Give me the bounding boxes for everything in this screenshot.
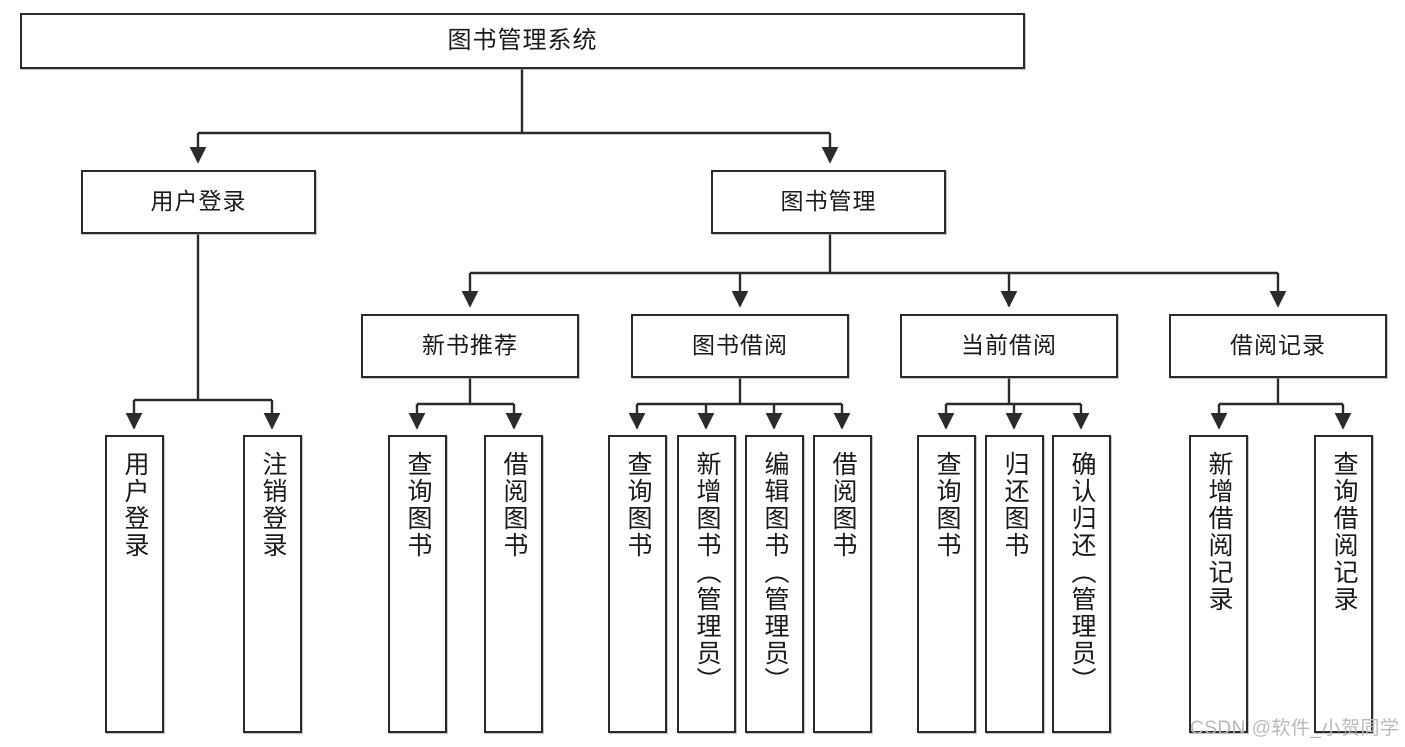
node-leaf-query-book-1[interactable]: 查询图书 (388, 435, 447, 733)
node-leaf-query-book-3[interactable]: 查询图书 (917, 435, 976, 733)
node-root-library-system[interactable]: 图书管理系统 (20, 13, 1025, 69)
node-leaf-return-book[interactable]: 归还图书 (985, 435, 1044, 733)
node-leaf-query-record[interactable]: 查询借阅记录 (1314, 435, 1373, 733)
node-label: 归还图书 (1001, 451, 1029, 559)
node-label: 编辑图书（管理员） (761, 451, 789, 694)
node-leaf-user-login[interactable]: 用户登录 (105, 435, 164, 733)
node-leaf-query-book-2[interactable]: 查询图书 (608, 435, 667, 733)
node-leaf-logout[interactable]: 注销登录 (243, 435, 302, 733)
node-label: 查询图书 (624, 451, 652, 559)
node-label: 用户登录 (121, 451, 149, 559)
node-label: 图书管理 (780, 188, 877, 215)
node-label: 查询图书 (404, 451, 432, 559)
node-label: 借阅图书 (500, 451, 528, 559)
node-leaf-add-record[interactable]: 新增借阅记录 (1189, 435, 1248, 733)
node-label: 新增借阅记录 (1205, 451, 1233, 613)
node-label: 图书管理系统 (447, 26, 598, 54)
node-leaf-edit-book[interactable]: 编辑图书（管理员） (745, 435, 804, 733)
node-borrow-record[interactable]: 借阅记录 (1169, 314, 1387, 378)
node-label: 查询图书 (933, 451, 961, 559)
node-new-book-recommend[interactable]: 新书推荐 (361, 314, 579, 378)
node-book-management[interactable]: 图书管理 (711, 170, 946, 234)
node-label: 当前借阅 (961, 332, 1057, 359)
node-label: 查询借阅记录 (1330, 451, 1358, 613)
node-leaf-confirm-return[interactable]: 确认归还（管理员） (1052, 435, 1111, 733)
node-label: 借阅图书 (829, 451, 857, 559)
node-leaf-add-book[interactable]: 新增图书（管理员） (677, 435, 736, 733)
node-label: 图书借阅 (692, 332, 788, 359)
watermark: CSDN @软件_小贺同学 (1190, 718, 1400, 739)
node-label: 注销登录 (259, 451, 287, 559)
node-label: 用户登录 (150, 188, 247, 215)
node-label: 确认归还（管理员） (1068, 451, 1096, 694)
node-label: 新增图书（管理员） (693, 451, 721, 694)
node-book-borrow[interactable]: 图书借阅 (631, 314, 849, 378)
node-leaf-borrow-book-2[interactable]: 借阅图书 (813, 435, 872, 733)
node-user-login[interactable]: 用户登录 (81, 170, 316, 234)
node-label: 新书推荐 (422, 332, 518, 359)
node-current-borrow[interactable]: 当前借阅 (900, 314, 1118, 378)
node-label: 借阅记录 (1230, 332, 1326, 359)
node-leaf-borrow-book-1[interactable]: 借阅图书 (484, 435, 543, 733)
